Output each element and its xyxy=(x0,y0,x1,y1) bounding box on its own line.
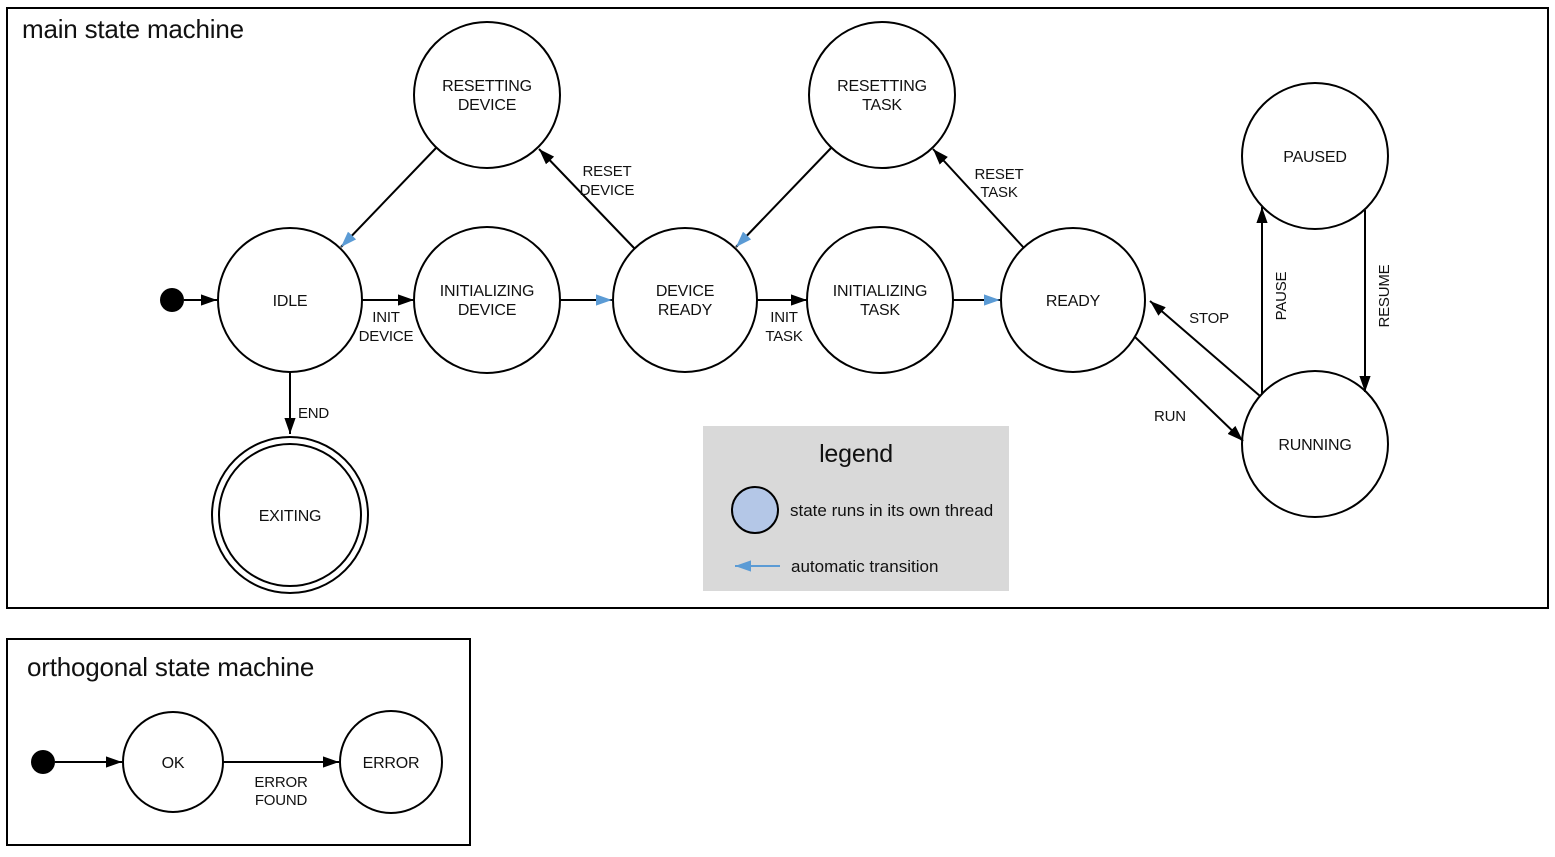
state-ready-label: READY xyxy=(1046,293,1101,310)
transition-error-found-label-line1: ERROR xyxy=(254,774,308,791)
orthogonal-state-machine-title: orthogonal state machine xyxy=(27,652,314,682)
transition-reset-device-label-line2: DEVICE xyxy=(580,182,635,199)
state-initializing-task-label-line1: INITIALIZING xyxy=(833,283,928,300)
legend-thread-state-icon xyxy=(731,486,779,534)
transition-init-task-label-line2: TASK xyxy=(765,328,802,345)
state-idle-label: IDLE xyxy=(273,293,308,310)
state-exiting xyxy=(218,443,362,587)
state-resetting-task xyxy=(808,21,956,169)
transition-reset-task xyxy=(932,148,1025,249)
state-resetting-device xyxy=(413,21,561,169)
state-ready xyxy=(1000,227,1146,373)
transition-init-device-label-line2: DEVICE xyxy=(359,328,414,345)
transition-init-device-label-line1: INIT xyxy=(372,309,400,326)
state-initializing-device xyxy=(413,226,561,374)
state-error xyxy=(339,710,443,814)
transition-auto-resetting-device-to-idle xyxy=(340,147,437,248)
state-device-ready-label-line2: READY xyxy=(658,302,713,319)
state-paused xyxy=(1241,82,1389,230)
state-initializing-task-label-line2: TASK xyxy=(860,302,900,319)
orthogonal-initial-state-dot xyxy=(31,750,55,774)
transition-stop xyxy=(1149,300,1261,397)
transition-end-label: END xyxy=(298,405,329,422)
state-initializing-device-label-line2: DEVICE xyxy=(458,302,516,319)
transition-reset-device xyxy=(538,148,636,250)
legend-automatic-transition-label: automatic transition xyxy=(791,557,938,576)
state-resetting-task-label-line1: RESETTING xyxy=(837,78,927,95)
state-resetting-device-label-line1: RESETTING xyxy=(442,78,532,95)
transition-reset-task-label-line1: RESET xyxy=(974,166,1023,183)
state-running-label: RUNNING xyxy=(1278,437,1351,454)
state-running xyxy=(1241,370,1389,518)
transition-stop-label: STOP xyxy=(1189,310,1229,327)
state-device-ready xyxy=(612,227,758,373)
state-resetting-task-label-line2: TASK xyxy=(862,97,902,114)
transition-resume-label: RESUME xyxy=(1376,264,1393,327)
transition-init-task-label-line1: INIT xyxy=(770,309,798,326)
transition-run xyxy=(1134,336,1244,442)
transition-reset-device-label-line1: RESET xyxy=(582,163,631,180)
main-state-machine-title: main state machine xyxy=(22,14,244,44)
legend-thread-state-label: state runs in its own thread xyxy=(790,501,993,520)
transition-pause-label: PAUSE xyxy=(1273,271,1290,320)
state-resetting-device-label-line2: DEVICE xyxy=(458,97,516,114)
legend-title: legend xyxy=(819,440,893,468)
state-device-ready-label-line1: DEVICE xyxy=(656,283,714,300)
transition-error-found-label-line2: FOUND xyxy=(255,792,308,809)
state-error-label: ERROR xyxy=(363,755,420,772)
state-ok-label: OK xyxy=(162,755,185,772)
transition-reset-task-label-line2: TASK xyxy=(980,184,1017,201)
state-initializing-task xyxy=(806,226,954,374)
initial-state-dot xyxy=(160,288,184,312)
state-paused-label: PAUSED xyxy=(1283,149,1346,166)
state-initializing-device-label-line1: INITIALIZING xyxy=(440,283,535,300)
state-exiting-label: EXITING xyxy=(259,508,322,525)
transition-run-label: RUN xyxy=(1154,408,1186,425)
transition-auto-resetting-task-to-device-ready xyxy=(735,146,833,248)
